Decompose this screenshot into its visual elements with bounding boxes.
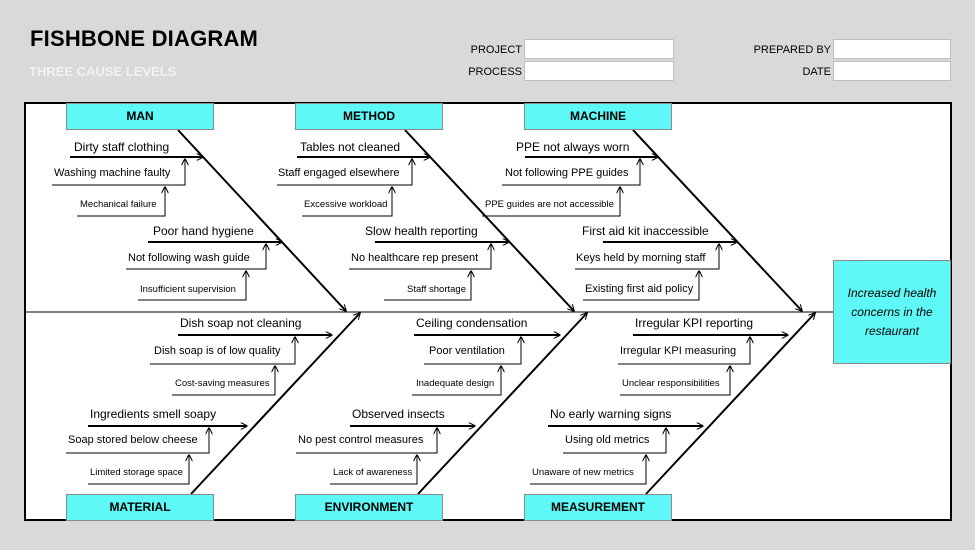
sub-sub-cause-label: Excessive workload [304,199,388,210]
sub-sub-cause-label: Limited storage space [90,467,183,478]
sub-cause-label: Poor ventilation [429,345,505,357]
sub-cause-label: Staff engaged elsewhere [278,167,400,179]
cause-label: Slow health reporting [365,224,478,238]
cause-label: Dish soap not cleaning [180,316,302,330]
category-material: MATERIAL [66,494,214,521]
sub-sub-cause-label: Inadequate design [416,378,495,389]
environment-bone [417,313,587,495]
project-field[interactable] [524,39,674,59]
cause-label: No early warning signs [550,407,672,421]
page-subtitle: THREE CAUSE LEVELS [29,64,177,79]
category-machine: MACHINE [524,103,672,130]
category-environment: ENVIRONMENT [295,494,443,521]
sub-sub-cause-label: PPE guides are not accessible [485,199,614,210]
prepared-by-label: PREPARED BY [753,44,831,56]
page-title: FISHBONE DIAGRAM [30,26,259,51]
material-bone [190,313,360,495]
cause-label: Dirty staff clothing [74,140,170,154]
sub-cause-label: No pest control measures [298,434,424,446]
effect-box: Increased health concerns in the restaur… [833,260,951,364]
sub-cause-label: Soap stored below cheese [68,434,198,446]
date-field[interactable] [833,61,951,81]
method-bone [404,129,574,311]
category-method: METHOD [295,103,443,130]
cause-label: Observed insects [352,407,445,421]
category-measurement: MEASUREMENT [524,494,672,521]
cause-label: First aid kit inaccessible [582,224,709,238]
man-bone [177,129,346,311]
sub-cause-label: Keys held by morning staff [576,252,706,264]
process-field[interactable] [524,61,674,81]
sub-cause-label: Not following wash guide [128,252,250,264]
sub-sub-cause-label: Staff shortage [407,284,466,295]
process-label: PROCESS [468,66,522,78]
cause-label: Ceiling condensation [416,316,528,330]
date-label: DATE [802,66,831,78]
sub-sub-cause-label: Existing first aid policy [585,283,694,295]
sub-cause-label: Not following PPE guides [505,167,629,179]
sub-sub-cause-label: Unaware of new metrics [532,467,634,478]
cause-label: Poor hand hygiene [153,224,254,238]
cause-label: Ingredients smell soapy [90,407,217,421]
cause-label: Irregular KPI reporting [635,316,754,330]
sub-cause-label: No healthcare rep present [351,252,479,264]
sub-cause-label: Using old metrics [565,434,650,446]
cause-label: PPE not always worn [516,140,630,154]
project-label: PROJECT [470,44,522,56]
machine-bone [632,129,802,311]
sub-sub-cause-label: Lack of awareness [333,467,413,478]
cause-label: Tables not cleaned [300,140,401,154]
prepared-by-field[interactable] [833,39,951,59]
category-man: MAN [66,103,214,130]
sub-sub-cause-label: Mechanical failure [80,199,157,210]
sub-cause-label: Irregular KPI measuring [620,345,737,357]
sub-cause-label: Washing machine faulty [54,167,171,179]
sub-sub-cause-label: Unclear responsibilities [622,378,720,389]
sub-sub-cause-label: Cost-saving measures [175,378,270,389]
effect-text: Increased health concerns in the restaur… [847,285,937,338]
measurement-bone [645,313,815,495]
sub-sub-cause-label: Insufficient supervision [140,284,236,295]
sub-cause-label: Dish soap is of low quality [154,345,281,357]
